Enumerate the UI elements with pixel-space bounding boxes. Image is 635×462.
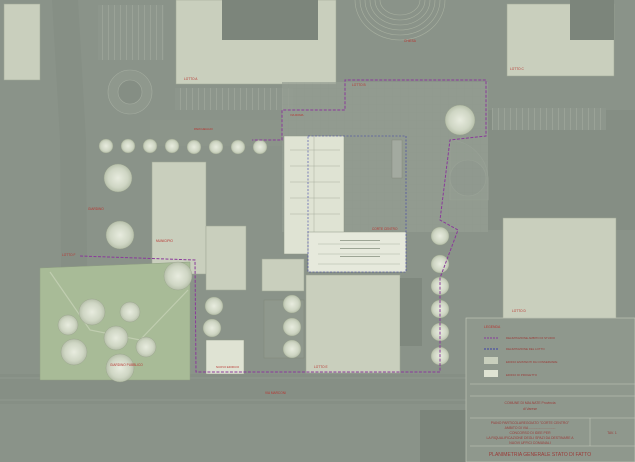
label-lotto-f: LOTTO F bbox=[62, 253, 75, 257]
title-subject-2: LA RIQUALIFICAZIONE DEGLI SPAZI DA DESTI… bbox=[487, 436, 575, 440]
title-sheet: TAV. 1 bbox=[607, 431, 617, 435]
map-labels: GIARDINO MUNICIPIO LOTTO A LOTTO B LOTTO… bbox=[62, 39, 526, 395]
legend-item-1: DELIMITAZIONE AMBITO DI STUDIO bbox=[506, 336, 556, 340]
label-lotto-a: LOTTO A bbox=[184, 77, 198, 81]
study-area-boundary bbox=[79, 79, 487, 373]
legend-swatch-project bbox=[484, 370, 498, 377]
building-small-center bbox=[261, 258, 305, 292]
title-drawing: PLANIMETRIA GENERALE STATO DI FATTO bbox=[489, 452, 591, 458]
label-via-top: VIA ROMA bbox=[290, 113, 304, 117]
title-plan: PIANO PARTICOLAREGGIATO "CORTE CENTRO" bbox=[491, 421, 570, 425]
church-amphitheatre bbox=[354, 0, 446, 41]
label-church: CHIESA bbox=[404, 39, 417, 43]
title-subject-1: CONCORSO DI IDEE PER bbox=[509, 431, 551, 435]
label-park: GIARDINO PUBBLICO bbox=[110, 363, 143, 367]
parking-area-right bbox=[492, 108, 606, 130]
title-subject-3: NUOVI UFFICI COMUNALI bbox=[509, 441, 551, 445]
legend-title: LEGENDA bbox=[484, 325, 501, 329]
building-lotto-corte bbox=[305, 274, 401, 374]
boundary-lines bbox=[79, 79, 487, 373]
label-road-bottom: VIA MARCONI bbox=[265, 391, 286, 395]
label-nuovo-edificio: NUOVO EDIFICIO bbox=[216, 365, 240, 369]
label-corte: CORTE CENTRO bbox=[372, 227, 398, 231]
title-municipality: COMUNE DI MALNATE Provincia bbox=[505, 401, 556, 405]
label-giardino: GIARDINO bbox=[88, 207, 104, 211]
building-center-left-annex bbox=[205, 225, 247, 291]
title-plan-sub: AMBITO DI VIA ..........................… bbox=[505, 426, 556, 430]
trees bbox=[57, 104, 476, 383]
legend-panel: LEGENDA DELIMITAZIONE AMBITO DI STUDIO D… bbox=[465, 317, 635, 462]
legend-swatch-existing bbox=[484, 357, 498, 364]
building-right-middle bbox=[502, 217, 617, 319]
legend-item-3: EDIFICI ESISTENTI DA CONSERVARE bbox=[506, 360, 558, 364]
label-lotto-d: LOTTO D bbox=[512, 309, 526, 313]
legend-item-4: EDIFICI DI PROGETTO bbox=[506, 373, 538, 377]
building-center-left bbox=[151, 161, 207, 275]
label-municipio: MUNICIPIO bbox=[156, 239, 173, 243]
legend-item-2: DELIMITAZIONE DEL LOTTO bbox=[506, 347, 545, 351]
title-province: di Varese bbox=[523, 407, 537, 411]
label-lotto-e: LOTTO E bbox=[314, 365, 328, 369]
building-top-left-1 bbox=[3, 3, 41, 81]
label-lotto-b: LOTTO B bbox=[352, 83, 366, 87]
label-parking: PARCHEGGIO bbox=[194, 127, 214, 131]
parking-area-center bbox=[175, 88, 293, 110]
label-lotto-c: LOTTO C bbox=[510, 67, 524, 71]
parking-area-top-left bbox=[98, 5, 164, 60]
